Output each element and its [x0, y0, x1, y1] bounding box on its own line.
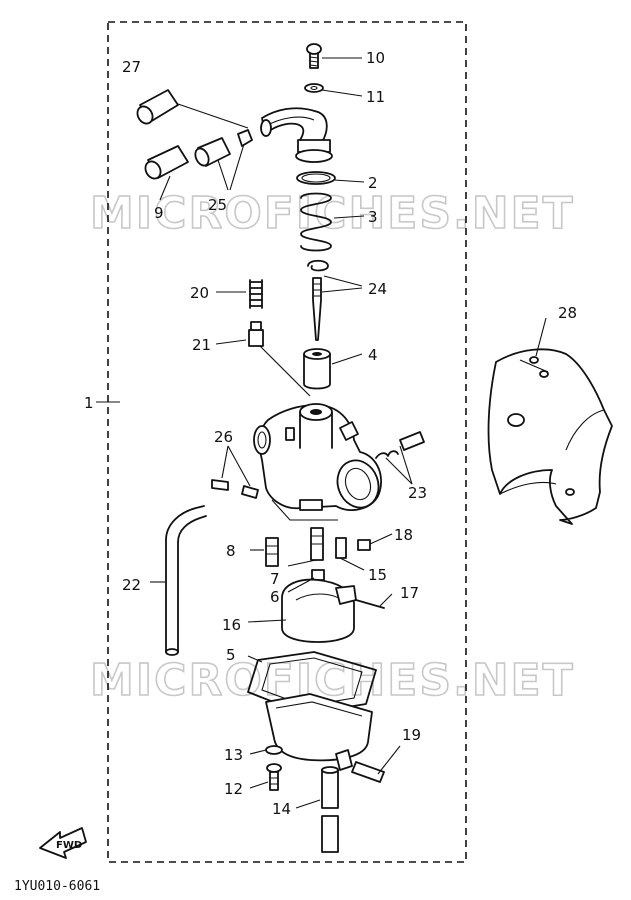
- part-13-washer: [265, 745, 283, 755]
- part-23-screw-spring: [375, 431, 425, 459]
- part-2-ring: [296, 171, 336, 185]
- callout-17: 17: [400, 584, 419, 602]
- callout-26: 26: [214, 428, 233, 446]
- callout-21: 21: [192, 336, 211, 354]
- callout-25: 25: [208, 196, 227, 214]
- part-10-screw: [306, 43, 322, 69]
- part-17-float-pin: [355, 599, 385, 609]
- callout-6: 6: [270, 588, 280, 606]
- figure-code: 1YU010-6061: [14, 879, 100, 894]
- fwd-direction-icon: FWD: [39, 827, 87, 859]
- callout-7: 7: [270, 570, 280, 588]
- callout-4: 4: [368, 346, 378, 364]
- part-3-spring: [300, 192, 332, 252]
- callout-9: 9: [154, 204, 164, 222]
- part-22-tube: [165, 505, 207, 656]
- callout-1: 1: [84, 394, 94, 412]
- callout-18: 18: [394, 526, 413, 544]
- part-8-jet: [265, 537, 279, 567]
- part-25-caps: [194, 129, 253, 167]
- callout-16: 16: [222, 616, 241, 634]
- part-24-needle-and-clip: [307, 259, 329, 341]
- callout-15: 15: [368, 566, 387, 584]
- callout-23: 23: [408, 484, 427, 502]
- callout-20: 20: [190, 284, 209, 302]
- watermark-top: MICROFICHES.NET: [90, 188, 575, 239]
- callout-12: 12: [224, 780, 243, 798]
- part-12-screw: [266, 763, 282, 791]
- carburetor-body: [253, 403, 382, 521]
- part-27-cap: [136, 89, 179, 125]
- callout-5: 5: [226, 646, 236, 664]
- callout-2: 2: [368, 174, 378, 192]
- callout-24: 24: [368, 280, 387, 298]
- callout-28: 28: [558, 304, 577, 322]
- assembly-boundary: [107, 21, 467, 863]
- callout-11: 11: [366, 88, 385, 106]
- part-21-screw: [248, 321, 264, 347]
- callout-8: 8: [226, 542, 236, 560]
- callout-13: 13: [224, 746, 243, 764]
- callout-14: 14: [272, 800, 291, 818]
- part-18-plug: [357, 539, 371, 551]
- part-4-throttle-valve: [303, 348, 331, 390]
- mixing-chamber-cap-with-elbow: [260, 107, 333, 163]
- callout-3: 3: [368, 208, 378, 226]
- callout-27: 27: [122, 58, 141, 76]
- part-20-spring: [249, 279, 263, 309]
- part-14-hose: [321, 766, 339, 853]
- watermark-bottom: MICROFICHES.NET: [90, 655, 575, 706]
- part-11-washer: [304, 83, 324, 93]
- part-9-cap: [144, 145, 189, 180]
- part-15-jet: [335, 537, 347, 559]
- callout-19: 19: [402, 726, 421, 744]
- callout-10: 10: [366, 49, 385, 67]
- part-16-float: [281, 578, 357, 643]
- fwd-label: FWD: [56, 840, 82, 851]
- leader-lines: [96, 57, 547, 809]
- part-19-drain-screw: [351, 761, 385, 783]
- part-26-screws: [211, 479, 259, 499]
- part-5-gasket: [247, 651, 377, 715]
- part-7-main-nozzle: [310, 527, 324, 561]
- callouts: 10 11 27 2 9 25 3 24 20 21 4 28 1 26 23 …: [84, 49, 577, 818]
- part-28-cover: [487, 348, 613, 525]
- callout-22: 22: [122, 576, 141, 594]
